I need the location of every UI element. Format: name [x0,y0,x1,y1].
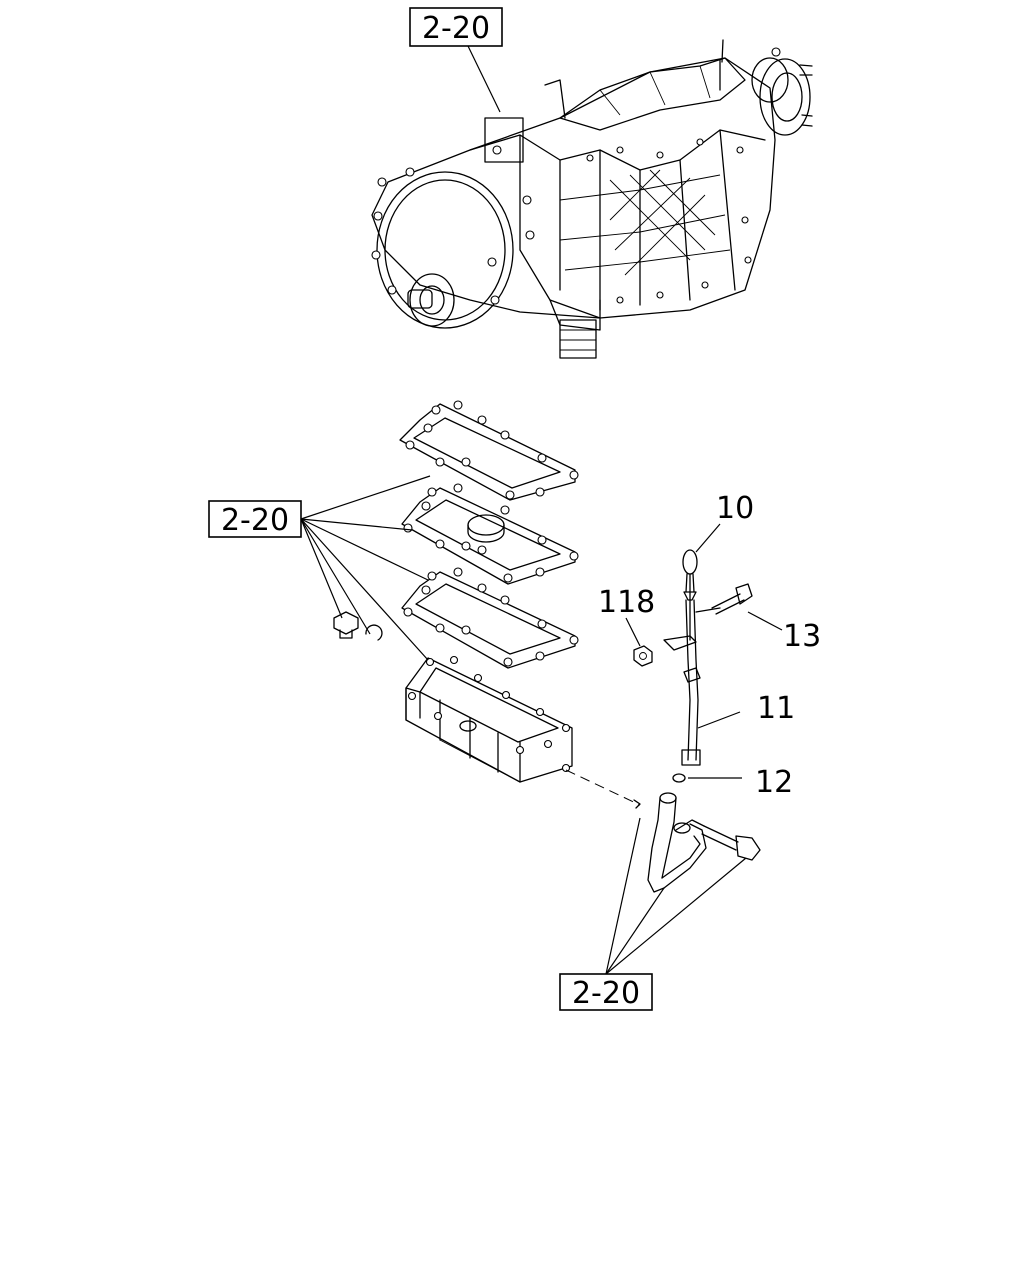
oil-pan-icon [405,655,573,783]
bolt-icon [701,825,761,861]
bolt-icon [333,611,359,639]
clip-icon [365,624,383,641]
dipstick-icon [682,549,698,641]
part-label-11: 11 [757,691,795,726]
dipstick-guide-tube-icon [663,599,721,766]
bolt-icon [711,583,753,615]
ref-label: 2-20 [221,503,289,538]
gasket-icon [399,400,579,501]
part-label-12: 12 [755,765,793,800]
part-label-118: 118 [598,585,655,620]
part-label-10: 10 [716,491,754,526]
part-label-13: 13 [783,619,821,654]
oil-pipe-icon [647,792,707,893]
gasket-icon [401,567,579,669]
ref-box-bottom: 2-20 [559,973,653,1011]
gasket-icon [401,483,579,585]
nut-icon [633,645,653,667]
o-ring-icon [672,773,686,783]
ref-box-left: 2-20 [208,500,302,538]
transmission-assembly-icon [371,39,813,359]
ref-box-top: 2-20 [409,7,503,47]
ref-label: 2-20 [572,976,640,1011]
ref-label: 2-20 [422,11,490,46]
leader-lines [300,45,783,975]
